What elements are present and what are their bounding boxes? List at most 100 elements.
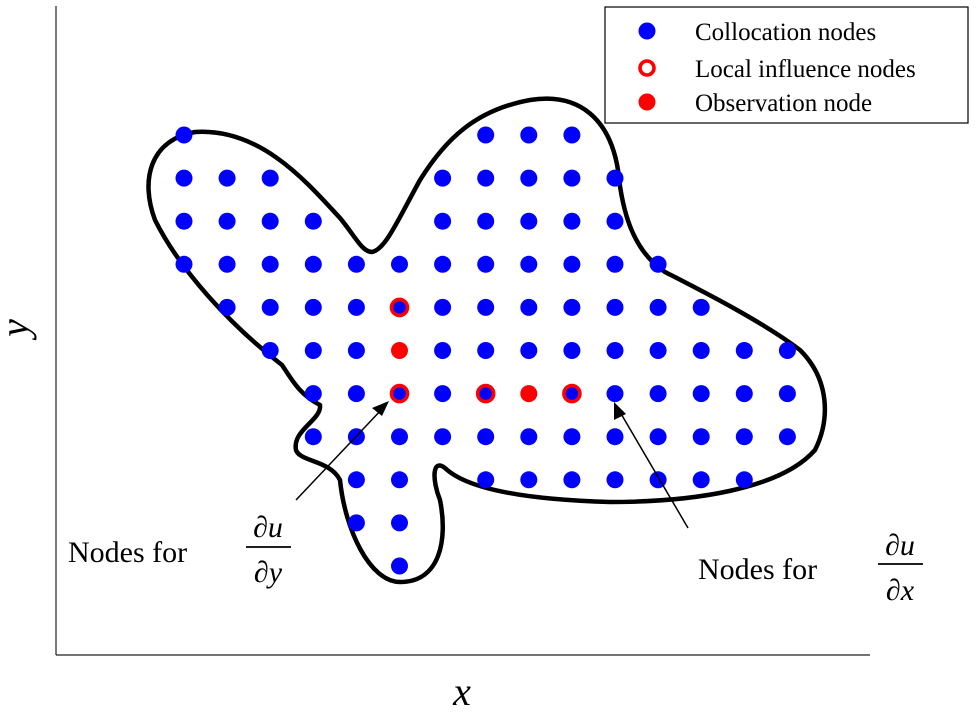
legend-marker-observation: [638, 93, 656, 111]
collocation-node: [520, 212, 538, 230]
collocation-node: [606, 255, 624, 273]
legend-item-collocation: Collocation nodes: [638, 19, 876, 46]
collocation-node: [391, 514, 408, 532]
collocation-node: [649, 342, 667, 359]
collocation-node: [563, 298, 581, 316]
observation-node: [391, 342, 408, 359]
legend-box: [604, 6, 969, 124]
collocation-node: [692, 428, 710, 446]
collocation-node: [649, 255, 667, 273]
legend-item-influence: Local influence nodes: [638, 56, 916, 83]
legend-label-influence: Local influence nodes: [695, 56, 916, 83]
collocation-node: [175, 255, 193, 273]
domain-boundary: [146, 96, 827, 585]
collocation-node: [347, 255, 365, 273]
annotation-dx: Nodes for ∂u ∂x: [698, 529, 923, 607]
y-axis-label: y: [0, 319, 37, 341]
collocation-node: [391, 385, 408, 403]
collocation-node: [391, 557, 408, 575]
collocation-node: [261, 169, 279, 187]
collocation-node: [606, 342, 624, 359]
annotation-dy-prefix: Nodes for: [68, 536, 187, 569]
collocation-node: [477, 342, 495, 359]
legend-marker-influence: [638, 59, 656, 77]
collocation-node: [261, 342, 279, 359]
collocation-node: [606, 212, 624, 230]
collocation-node: [434, 385, 452, 403]
collocation-node: [391, 471, 408, 489]
collocation-node: [434, 298, 452, 316]
collocation-node: [606, 471, 624, 489]
collocation-node: [692, 385, 710, 403]
legend-item-observation: Observation node: [638, 90, 872, 117]
nodes-layer: [175, 126, 796, 575]
collocation-node: [304, 298, 322, 316]
legend-label-observation: Observation node: [695, 90, 872, 117]
collocation-node: [477, 298, 495, 316]
collocation-node: [520, 169, 538, 187]
annotation-dy: Nodes for ∂u ∂y: [68, 511, 291, 589]
collocation-node: [304, 342, 322, 359]
collocation-node: [304, 255, 322, 273]
collocation-node: [175, 212, 193, 230]
collocation-node: [520, 342, 538, 359]
collocation-node: [261, 255, 279, 273]
local-influence-node: [562, 383, 582, 404]
x-axis-label: x: [452, 669, 471, 714]
collocation-node: [735, 471, 753, 489]
local-influence-node: [389, 297, 410, 318]
annotation-arrow-dy: [295, 401, 389, 501]
collocation-node: [520, 255, 538, 273]
collocation-node: [563, 126, 581, 144]
legend: Collocation nodes Local influence nodes …: [604, 6, 969, 124]
local-influence-node: [389, 383, 410, 404]
collocation-node: [434, 428, 452, 446]
legend-label-collocation: Collocation nodes: [695, 19, 876, 46]
collocation-node: [218, 255, 236, 273]
collocation-node: [735, 385, 753, 403]
collocation-node: [391, 428, 408, 446]
collocation-node: [563, 428, 581, 446]
annotation-dy-denominator: ∂y: [254, 556, 283, 589]
collocation-node: [304, 385, 322, 403]
collocation-node: [563, 212, 581, 230]
collocation-node: [477, 212, 495, 230]
annotation-dy-numerator: ∂u: [253, 511, 283, 544]
collocation-node: [434, 255, 452, 273]
collocation-node: [477, 169, 495, 187]
collocation-node: [520, 428, 538, 446]
collocation-node: [477, 471, 495, 489]
collocation-node: [563, 255, 581, 273]
collocation-node: [218, 169, 236, 187]
collocation-node: [477, 255, 495, 273]
annotation-dx-numerator: ∂u: [885, 529, 915, 562]
collocation-node: [778, 385, 796, 403]
collocation-node: [391, 298, 408, 316]
collocation-node: [304, 212, 322, 230]
collocation-node: [692, 471, 710, 489]
collocation-node: [649, 385, 667, 403]
collocation-node: [477, 385, 495, 403]
collocation-node: [520, 126, 538, 144]
collocation-node: [477, 428, 495, 446]
collocation-node: [649, 298, 667, 316]
collocation-node: [563, 342, 581, 359]
collocation-node: [692, 342, 710, 359]
collocation-node: [692, 298, 710, 316]
collocation-node: [218, 298, 236, 316]
collocation-node: [304, 428, 322, 446]
collocation-node: [735, 428, 753, 446]
collocation-node: [563, 471, 581, 489]
collocation-node: [218, 212, 236, 230]
collocation-node: [434, 169, 452, 187]
collocation-node: [175, 169, 193, 187]
collocation-node: [175, 126, 193, 144]
collocation-node: [563, 385, 581, 403]
observation-node: [520, 385, 538, 403]
collocation-node: [735, 342, 753, 359]
collocation-node: [606, 169, 624, 187]
collocation-node: [778, 342, 796, 359]
legend-marker-collocation: [638, 22, 656, 40]
collocation-node: [563, 169, 581, 187]
